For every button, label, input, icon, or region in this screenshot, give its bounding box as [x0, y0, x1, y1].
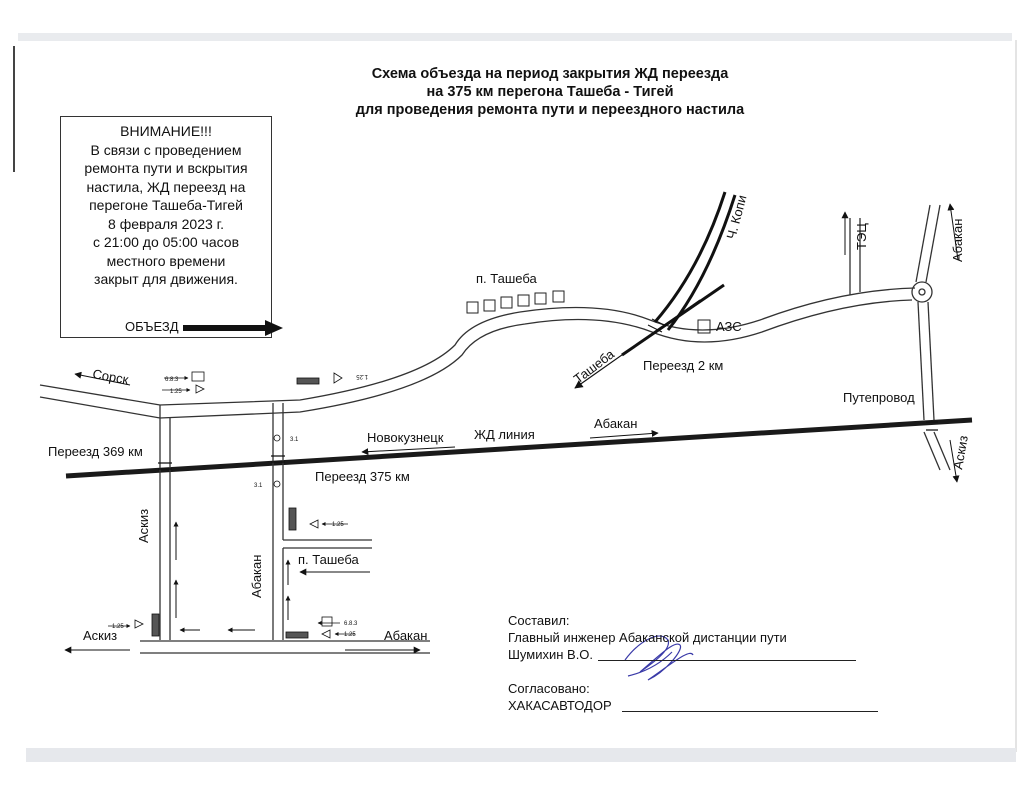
label-rail-line: ЖД линия: [474, 427, 535, 442]
label-tasheba-village: п. Ташеба: [476, 271, 538, 286]
yield-sign-icon: [309, 519, 319, 529]
sign-label: 6.8.3: [165, 377, 179, 383]
tasheba-houses: [466, 290, 565, 314]
sign-3-1-icon: [273, 434, 281, 442]
notice-line: В связи с проведением: [90, 141, 242, 158]
label-crossing-375: Переезд 375 км: [315, 469, 410, 484]
yield-sign-icon: [321, 629, 331, 639]
yield-sign-icon: [134, 619, 144, 629]
info-sign-icon: [285, 631, 309, 639]
warning-notice-box: ВНИМАНИЕ!!! В связи с проведением ремонт…: [60, 116, 283, 338]
label-tasheba-side: п. Ташеба: [298, 552, 360, 567]
notice-line: 8 февраля 2023 г.: [108, 215, 224, 232]
road-sign-labels: 6.8.3 1.25 1.25 3.1 3.1 1.25 1.25 6.8.3 …: [112, 373, 368, 638]
handwritten-signature: [624, 635, 694, 681]
sign-label: 1.25: [170, 389, 182, 395]
info-sign-icon: [151, 613, 160, 637]
label-askiz-vertical: Аскиз: [136, 509, 151, 543]
sign-label: 3.1: [290, 437, 299, 443]
road-signs: [108, 371, 355, 639]
label-abakan-ne: Абакан: [950, 219, 965, 262]
sign-6-8-3-icon: [321, 616, 333, 627]
info-sign-icon: [296, 377, 320, 385]
info-sign-icon: [288, 507, 297, 531]
notice-line: ВНИМАНИЕ!!!: [120, 123, 212, 139]
main-road: [39, 287, 916, 419]
crossing-2km-roads: [574, 283, 725, 389]
scan-edge-right: [1015, 40, 1017, 752]
signature-line: [622, 711, 878, 712]
sign-label: 6.8.3: [344, 621, 358, 627]
composed-name: Шумихин В.О.: [508, 647, 594, 662]
label-novokuznetsk: Новокузнецк: [367, 430, 444, 445]
signature-block: Составил: Главный инженер Абаканской дис…: [508, 612, 787, 714]
sign-label: 1.25: [356, 373, 368, 379]
bypass-label: ОБЪЕЗД: [125, 319, 179, 334]
abakan-vertical-road: [272, 403, 372, 640]
gas-station-icon: [697, 319, 711, 334]
crossing-markers: [158, 421, 938, 470]
notice-line: ремонта пути и вскрытия: [84, 160, 248, 176]
notice-line: с 21:00 до 05:00 часов: [92, 234, 240, 250]
title-line-2: на 375 км перегона Ташеба - Тигей: [426, 84, 674, 100]
label-abakan-bottom: Абакан: [384, 628, 427, 643]
composed-role: Главный инженер Абаканской дистанции пут…: [508, 630, 787, 645]
signature-line: [598, 660, 856, 661]
sign-6-8-3-icon: [191, 371, 205, 382]
title-line-1: Схема объезда на период закрытия ЖД пере…: [371, 66, 729, 82]
label-tasheba-road: Ташеба: [571, 346, 618, 386]
label-askiz-right: Аскиз: [950, 434, 971, 470]
agreed-label: Согласовано:: [508, 681, 590, 696]
scan-edge-left: [13, 46, 15, 172]
label-sorsk: Сорск: [91, 366, 129, 387]
notice-line: местного времени: [106, 252, 226, 269]
sign-label: 1.25: [332, 522, 344, 528]
label-crossing-2km: Переезд 2 км: [643, 358, 723, 373]
sign-label: 1.25: [112, 624, 124, 630]
composed-label: Составил:: [508, 613, 570, 628]
direction-arrows: [64, 203, 960, 654]
bottom-road: [140, 640, 430, 654]
label-tets: ТЭЦ: [854, 223, 869, 250]
notice-line: настила, ЖД переезд на: [86, 178, 246, 195]
label-azs: АЗС: [716, 319, 742, 334]
railway-line: [65, 417, 973, 479]
label-crossing-369: Переезд 369 км: [48, 444, 143, 459]
label-overpass: Путепровод: [843, 390, 915, 405]
yield-sign-icon: [195, 384, 205, 394]
askiz-vertical-road: [159, 405, 171, 640]
document-title: Схема объезда на период закрытия ЖД пере…: [300, 65, 800, 119]
label-askiz-bottom: Аскиз: [83, 628, 117, 643]
title-line-3: для проведения ремонта пути и переездног…: [355, 102, 745, 118]
notice-line: закрыт для движения.: [94, 271, 238, 287]
scan-edge-bottom: [26, 748, 1016, 762]
scan-edge-top: [18, 33, 1012, 41]
roundabout: [849, 204, 951, 471]
bypass-arrow-icon: [183, 320, 283, 336]
yield-sign-icon: [333, 372, 343, 384]
sign-label: 1.25: [344, 632, 356, 638]
agreed-org: ХАКАСАВТОДОР: [508, 698, 612, 713]
label-abakan-rail: Абакан: [594, 416, 637, 431]
sign-3-1-icon: [273, 480, 281, 488]
road-ch-kopi: [653, 191, 737, 331]
notice-line: перегоне Ташеба-Тигей: [89, 197, 243, 213]
label-abakan-vertical: Абакан: [249, 555, 264, 598]
sign-label: 3.1: [254, 483, 263, 489]
